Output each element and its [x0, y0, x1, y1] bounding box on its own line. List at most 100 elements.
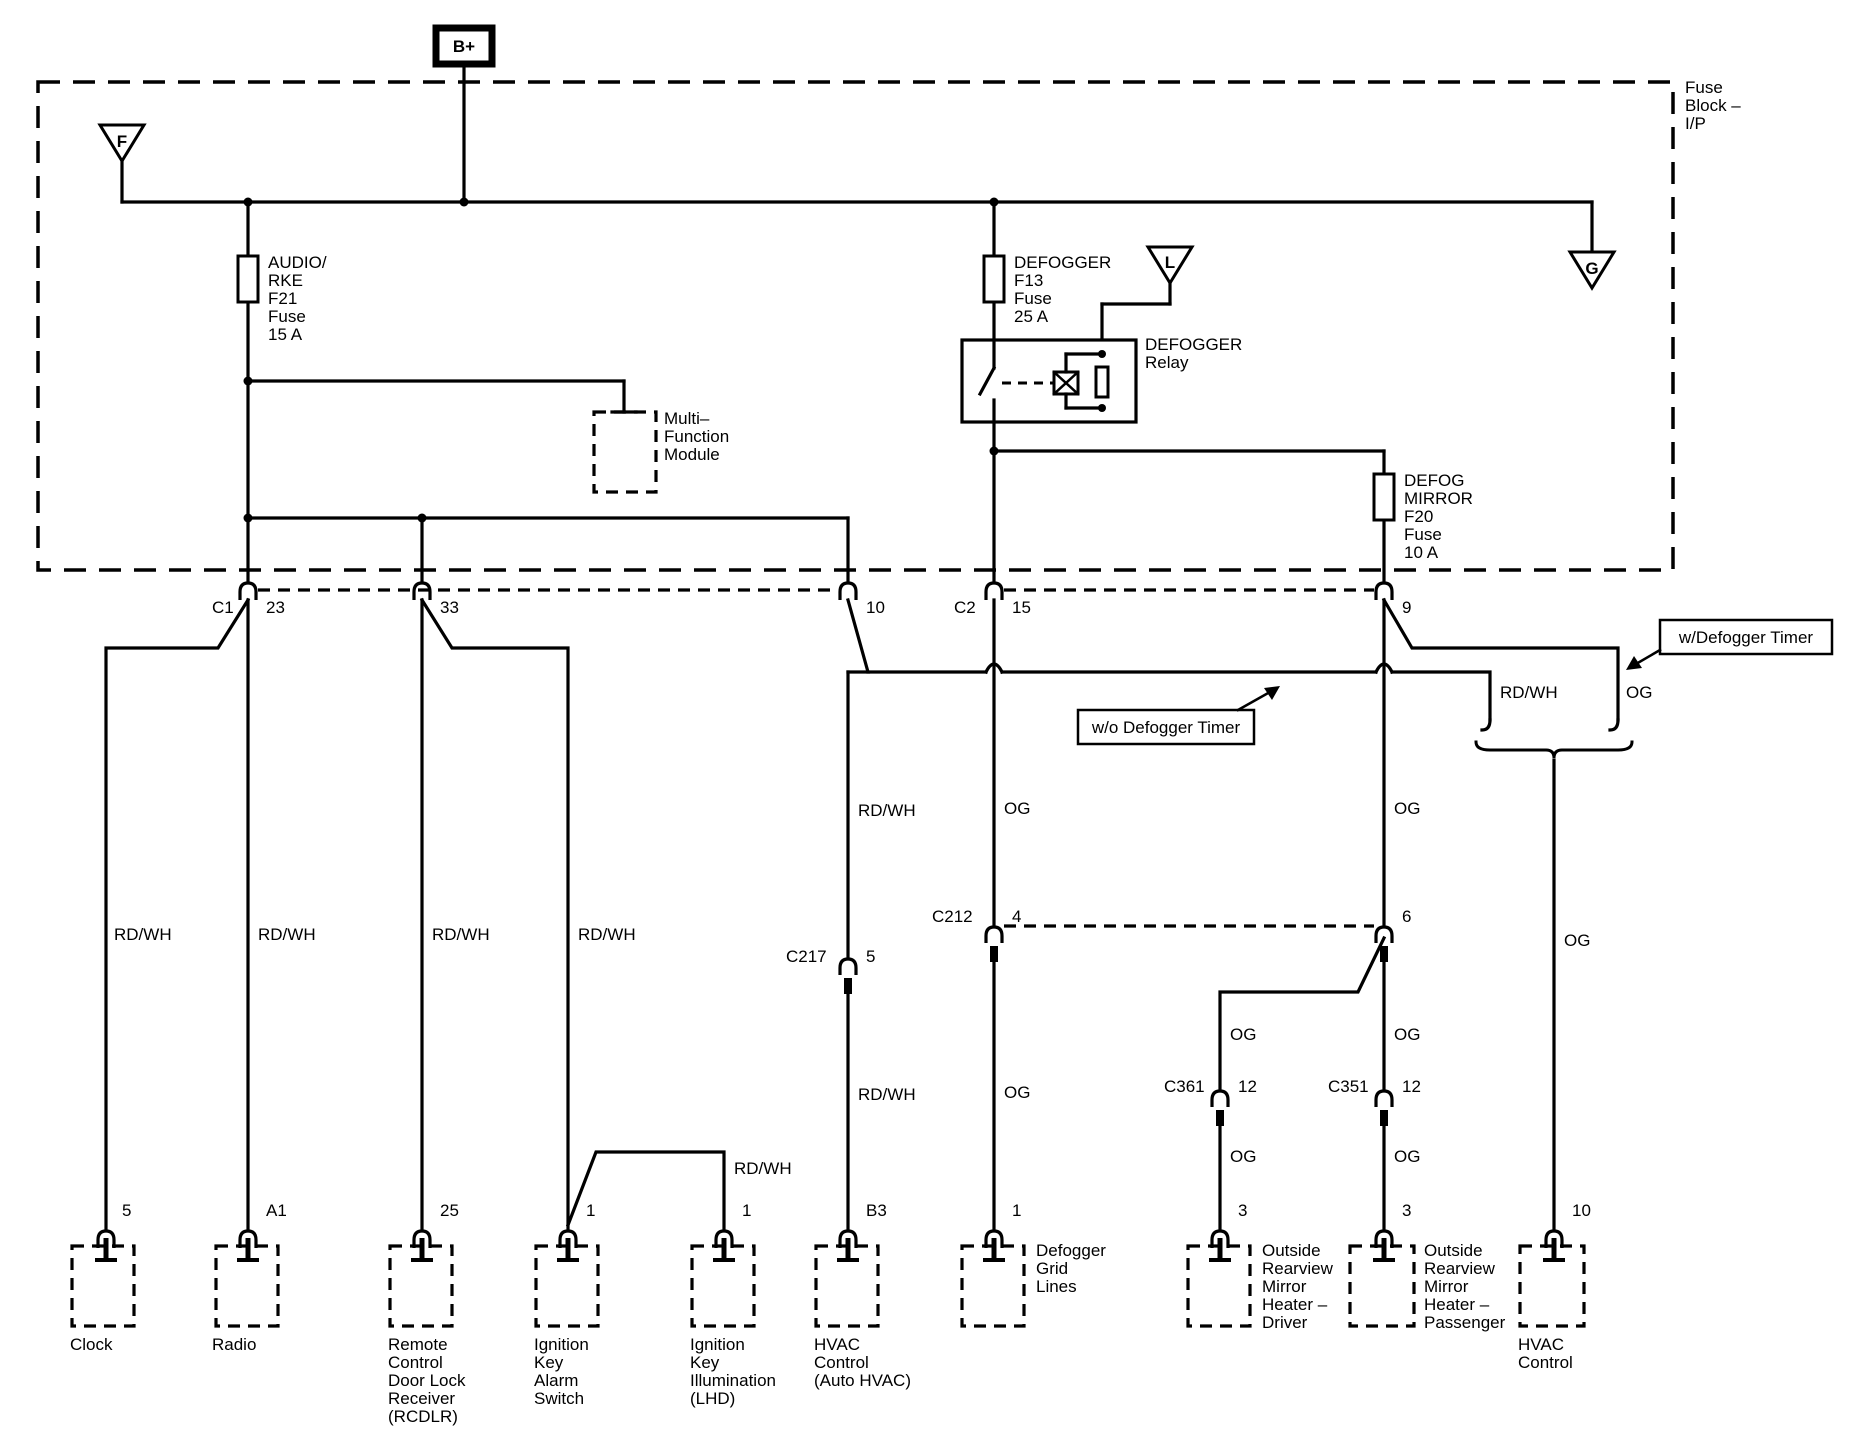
svg-text:G: G — [1585, 259, 1598, 278]
svg-text:AUDIO/: AUDIO/ — [268, 253, 327, 272]
bus-g-icon: G — [1568, 250, 1616, 290]
svg-text:(RCDLR): (RCDLR) — [388, 1407, 458, 1426]
component-ignition-key-illumination: 1 Ignition Key Illumination (LHD) — [690, 1201, 776, 1408]
wire-hvac-ctrl-color: OG — [1564, 931, 1590, 950]
battery-label: B+ — [453, 37, 475, 56]
c212-label: C212 — [932, 907, 973, 926]
wire-timer-rdwh-color: RD/WH — [1500, 683, 1558, 702]
c217-label: C217 — [786, 947, 827, 966]
svg-text:(LHD): (LHD) — [690, 1389, 735, 1408]
svg-text:F13: F13 — [1014, 271, 1043, 290]
wire-driver-mid-color: OG — [1230, 1025, 1256, 1044]
component-mirror-heater-driver: 3 Outside Rearview Mirror Heater – Drive… — [1186, 1201, 1334, 1332]
c1-pin-10-label: 10 — [866, 598, 885, 617]
component-clock: 5 Clock — [70, 1201, 136, 1354]
wire-rcdlr-color: RD/WH — [432, 925, 490, 944]
wire-driver-bottom-color: OG — [1230, 1147, 1256, 1166]
c361-pin-12-label: 12 — [1238, 1077, 1257, 1096]
fuse-block-label: Fuse Block – I/P — [1685, 78, 1741, 133]
wire-timer-og-color: OG — [1626, 683, 1652, 702]
svg-text:Ignition: Ignition — [690, 1335, 745, 1354]
svg-text:Outside: Outside — [1262, 1241, 1321, 1260]
without-defogger-timer-callout: w/o Defogger Timer — [1076, 686, 1280, 746]
audio-rke-fuse-label: AUDIO/ RKE F21 Fuse 15 A — [268, 253, 327, 344]
multi-function-module-label: Multi– Function Module — [664, 409, 729, 464]
svg-text:Illumination: Illumination — [690, 1371, 776, 1390]
fuse-block-outline — [36, 80, 1675, 572]
svg-text:15 A: 15 A — [268, 325, 303, 344]
svg-text:Receiver: Receiver — [388, 1389, 455, 1408]
svg-text:Control: Control — [814, 1353, 869, 1372]
svg-text:Control: Control — [1518, 1353, 1573, 1372]
svg-text:Heater –: Heater – — [1424, 1295, 1490, 1314]
svg-text:Clock: Clock — [70, 1335, 113, 1354]
wire-radio-color: RD/WH — [258, 925, 316, 944]
svg-text:I/P: I/P — [1685, 114, 1706, 133]
defogger-relay-label: DEFOGGER Relay — [1145, 335, 1242, 372]
svg-text:DEFOGGER: DEFOGGER — [1014, 253, 1111, 272]
c212-pin-4-label: 4 — [1012, 907, 1021, 926]
svg-text:Relay: Relay — [1145, 353, 1189, 372]
svg-text:F20: F20 — [1404, 507, 1433, 526]
svg-text:B3: B3 — [866, 1201, 887, 1220]
svg-text:Multi–: Multi– — [664, 409, 710, 428]
component-rcdlr: 25 Remote Control Door Lock Receiver (RC… — [388, 1201, 466, 1426]
c2-pin-15 — [984, 581, 1004, 602]
svg-text:25 A: 25 A — [1014, 307, 1049, 326]
svg-text:Mirror: Mirror — [1424, 1277, 1469, 1296]
c212-pin-4 — [986, 927, 1002, 962]
c351-pin-12-label: 12 — [1402, 1077, 1421, 1096]
component-hvac-control: 10 HVAC Control — [1518, 1201, 1591, 1372]
svg-text:DEFOGGER: DEFOGGER — [1145, 335, 1242, 354]
svg-text:Module: Module — [664, 445, 720, 464]
svg-text:F21: F21 — [268, 289, 297, 308]
c217-connector — [840, 959, 856, 994]
svg-text:Lines: Lines — [1036, 1277, 1077, 1296]
c2-pin-9 — [1374, 581, 1394, 602]
svg-text:Switch: Switch — [534, 1389, 584, 1408]
wire-pass-mid-color: OG — [1394, 1025, 1420, 1044]
defog-mirror-fuse-label: DEFOG MIRROR F20 Fuse 10 A — [1404, 471, 1473, 562]
svg-text:Defogger: Defogger — [1036, 1241, 1106, 1260]
component-mirror-heater-passenger: 3 Outside Rearview Mirror Heater – Passe… — [1348, 1201, 1506, 1332]
svg-text:Ignition: Ignition — [534, 1335, 589, 1354]
defogger-fuse — [982, 254, 1006, 304]
svg-text:Heater –: Heater – — [1262, 1295, 1328, 1314]
wire-grid-bottom-color: OG — [1004, 1083, 1030, 1102]
battery-box — [432, 24, 496, 68]
svg-text:Block –: Block – — [1685, 96, 1741, 115]
svg-text:RKE: RKE — [268, 271, 303, 290]
c1-label: C1 — [212, 598, 234, 617]
c361-label: C361 — [1164, 1077, 1205, 1096]
c212-pin-6-label: 6 — [1402, 907, 1411, 926]
svg-text:10 A: 10 A — [1404, 543, 1439, 562]
c2-label: C2 — [954, 598, 976, 617]
component-defogger-grid-lines: 1 Defogger Grid Lines — [960, 1201, 1106, 1328]
svg-text:Radio: Radio — [212, 1335, 256, 1354]
svg-text:w/o Defogger Timer: w/o Defogger Timer — [1091, 718, 1241, 737]
c361-connector — [1212, 1091, 1228, 1126]
svg-text:Fuse: Fuse — [1014, 289, 1052, 308]
svg-text:HVAC: HVAC — [1518, 1335, 1564, 1354]
svg-text:Passenger: Passenger — [1424, 1313, 1506, 1332]
svg-text:Key: Key — [690, 1353, 720, 1372]
svg-text:(Auto HVAC): (Auto HVAC) — [814, 1371, 911, 1390]
svg-text:1: 1 — [586, 1201, 595, 1220]
svg-text:L: L — [1165, 253, 1175, 272]
wire-alarm-color: RD/WH — [578, 925, 636, 944]
bus-l-icon: L — [1146, 245, 1194, 285]
svg-text:Key: Key — [534, 1353, 564, 1372]
svg-text:Remote: Remote — [388, 1335, 448, 1354]
c1-pin-23 — [238, 581, 258, 602]
svg-text:1: 1 — [742, 1201, 751, 1220]
c217-pin-5-label: 5 — [866, 947, 875, 966]
c351-connector — [1376, 1091, 1392, 1126]
svg-text:w/Defogger Timer: w/Defogger Timer — [1678, 628, 1813, 647]
svg-text:DEFOG: DEFOG — [1404, 471, 1464, 490]
c1-pin-10 — [838, 581, 858, 602]
component-hvac-control-auto: B3 HVAC Control (Auto HVAC) — [814, 1201, 911, 1390]
c2-pin-9-label: 9 — [1402, 598, 1411, 617]
svg-text:Grid: Grid — [1036, 1259, 1068, 1278]
c1-pin-33-label: 33 — [440, 598, 459, 617]
